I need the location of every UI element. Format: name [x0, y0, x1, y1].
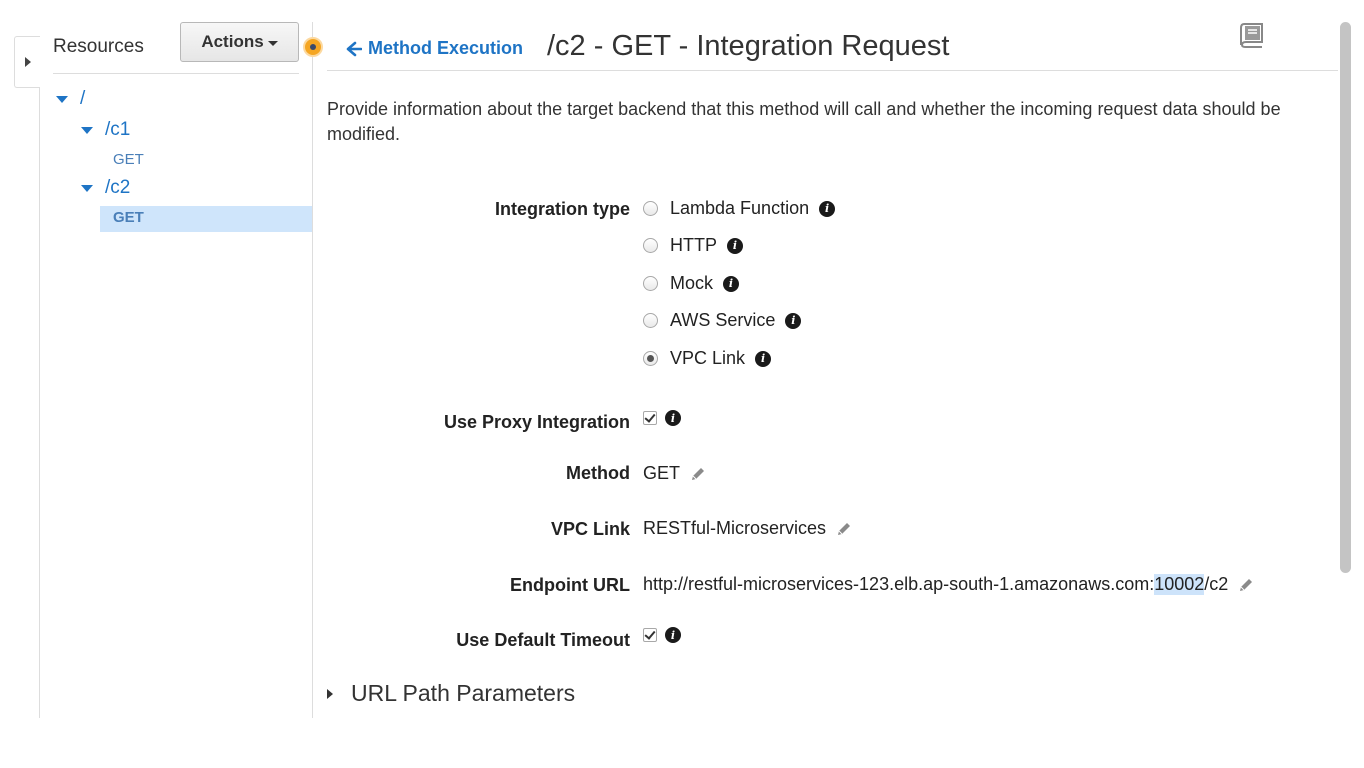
pencil-icon[interactable]	[836, 521, 852, 537]
url-path-parameters-label[interactable]: URL Path Parameters	[351, 680, 576, 706]
proxy-integration-label: Use Proxy Integration	[443, 412, 630, 432]
proxy-integration-checkbox[interactable]	[643, 411, 657, 425]
info-icon[interactable]: i	[723, 275, 740, 292]
info-icon[interactable]: i	[755, 350, 772, 367]
option-label[interactable]: HTTP	[670, 235, 717, 255]
option-label[interactable]: Mock	[670, 273, 714, 293]
endpoint-url-prefix: http://restful-microservices-123.elb.ap-…	[643, 574, 1155, 594]
divider	[39, 88, 40, 718]
actions-button[interactable]: Actions	[180, 22, 299, 62]
endpoint-url-suffix: /c2	[1204, 574, 1229, 594]
info-icon[interactable]: i	[665, 410, 681, 426]
caret-down-icon	[267, 40, 278, 46]
pencil-icon[interactable]	[1238, 577, 1254, 593]
info-icon[interactable]: i	[819, 200, 836, 217]
caret-down-icon[interactable]	[81, 126, 93, 134]
tree-node-c2[interactable]: /c2	[81, 177, 130, 199]
arrow-left-icon	[346, 41, 362, 56]
resources-title: Resources	[53, 36, 144, 57]
caret-right-icon	[24, 57, 31, 67]
radio-button[interactable]	[643, 238, 658, 253]
default-timeout-label: Use Default Timeout	[456, 630, 630, 650]
tree-method-c1-get[interactable]: GET	[113, 151, 144, 168]
proxy-integration-control: i	[643, 410, 681, 426]
panel-divider	[312, 22, 313, 718]
radio-http[interactable]: HTTP i	[643, 235, 743, 256]
divider	[53, 73, 299, 74]
radio-button[interactable]	[643, 201, 658, 216]
caret-right-icon[interactable]	[327, 688, 333, 699]
radio-button[interactable]	[643, 313, 658, 328]
vpc-link-label: VPC Link	[550, 519, 630, 539]
tree-method-label[interactable]: GET	[113, 209, 144, 226]
radio-button[interactable]	[643, 276, 658, 291]
method-execution-link[interactable]: Method Execution	[346, 38, 523, 59]
endpoint-url-label: Endpoint URL	[510, 575, 630, 595]
radio-mock[interactable]: Mock i	[643, 273, 740, 294]
endpoint-url-port-selected: 10002	[1154, 574, 1205, 595]
radio-lambda-function[interactable]: Lambda Function i	[643, 198, 836, 219]
method-value-row: GET	[643, 463, 706, 484]
divider	[327, 70, 1338, 71]
info-icon[interactable]: i	[727, 237, 743, 254]
endpoint-url-value-row: http://restful-microservices-123.elb.ap-…	[643, 574, 1254, 595]
default-timeout-checkbox[interactable]	[643, 628, 657, 642]
radio-vpc-link[interactable]: VPC Link i	[643, 348, 772, 369]
sidebar-expand-tab[interactable]	[14, 36, 40, 88]
tree-node-c1[interactable]: /c1	[81, 119, 130, 141]
integration-type-label: Integration type	[494, 199, 630, 219]
tree-method-label[interactable]: GET	[113, 151, 144, 168]
radio-aws-service[interactable]: AWS Service i	[643, 310, 802, 331]
caret-down-icon[interactable]	[56, 95, 68, 103]
page-title: /c2 - GET - Integration Request	[547, 30, 950, 62]
caret-down-icon[interactable]	[81, 184, 93, 192]
tree-node-label[interactable]: /c1	[105, 119, 131, 140]
method-execution-label[interactable]: Method Execution	[368, 38, 524, 58]
tree-node-root[interactable]: /	[56, 88, 85, 110]
tree-node-label[interactable]: /c2	[105, 177, 131, 198]
vpc-link-value: RESTful-Microservices	[643, 518, 827, 538]
option-label[interactable]: VPC Link	[670, 348, 746, 368]
method-value: GET	[643, 463, 681, 483]
scrollbar-thumb[interactable]	[1340, 22, 1351, 573]
info-icon[interactable]: i	[665, 627, 681, 643]
option-label[interactable]: AWS Service	[670, 310, 776, 330]
page-description: Provide information about the target bac…	[327, 99, 1281, 144]
actions-label: Actions	[201, 32, 264, 51]
tree-method-c2-get[interactable]: GET	[100, 206, 312, 232]
tree-node-label[interactable]: /	[80, 88, 86, 109]
vpc-link-value-row: RESTful-Microservices	[643, 518, 852, 539]
book-icon[interactable]	[1238, 22, 1266, 48]
default-timeout-control: i	[643, 627, 681, 643]
radio-button-checked[interactable]	[643, 351, 658, 366]
pencil-icon[interactable]	[690, 466, 706, 482]
status-indicator-icon[interactable]	[303, 37, 323, 57]
option-label[interactable]: Lambda Function	[670, 198, 810, 218]
method-label: Method	[566, 463, 630, 483]
url-path-parameters-toggle[interactable]: URL Path Parameters	[327, 680, 575, 707]
info-icon[interactable]: i	[785, 312, 802, 329]
